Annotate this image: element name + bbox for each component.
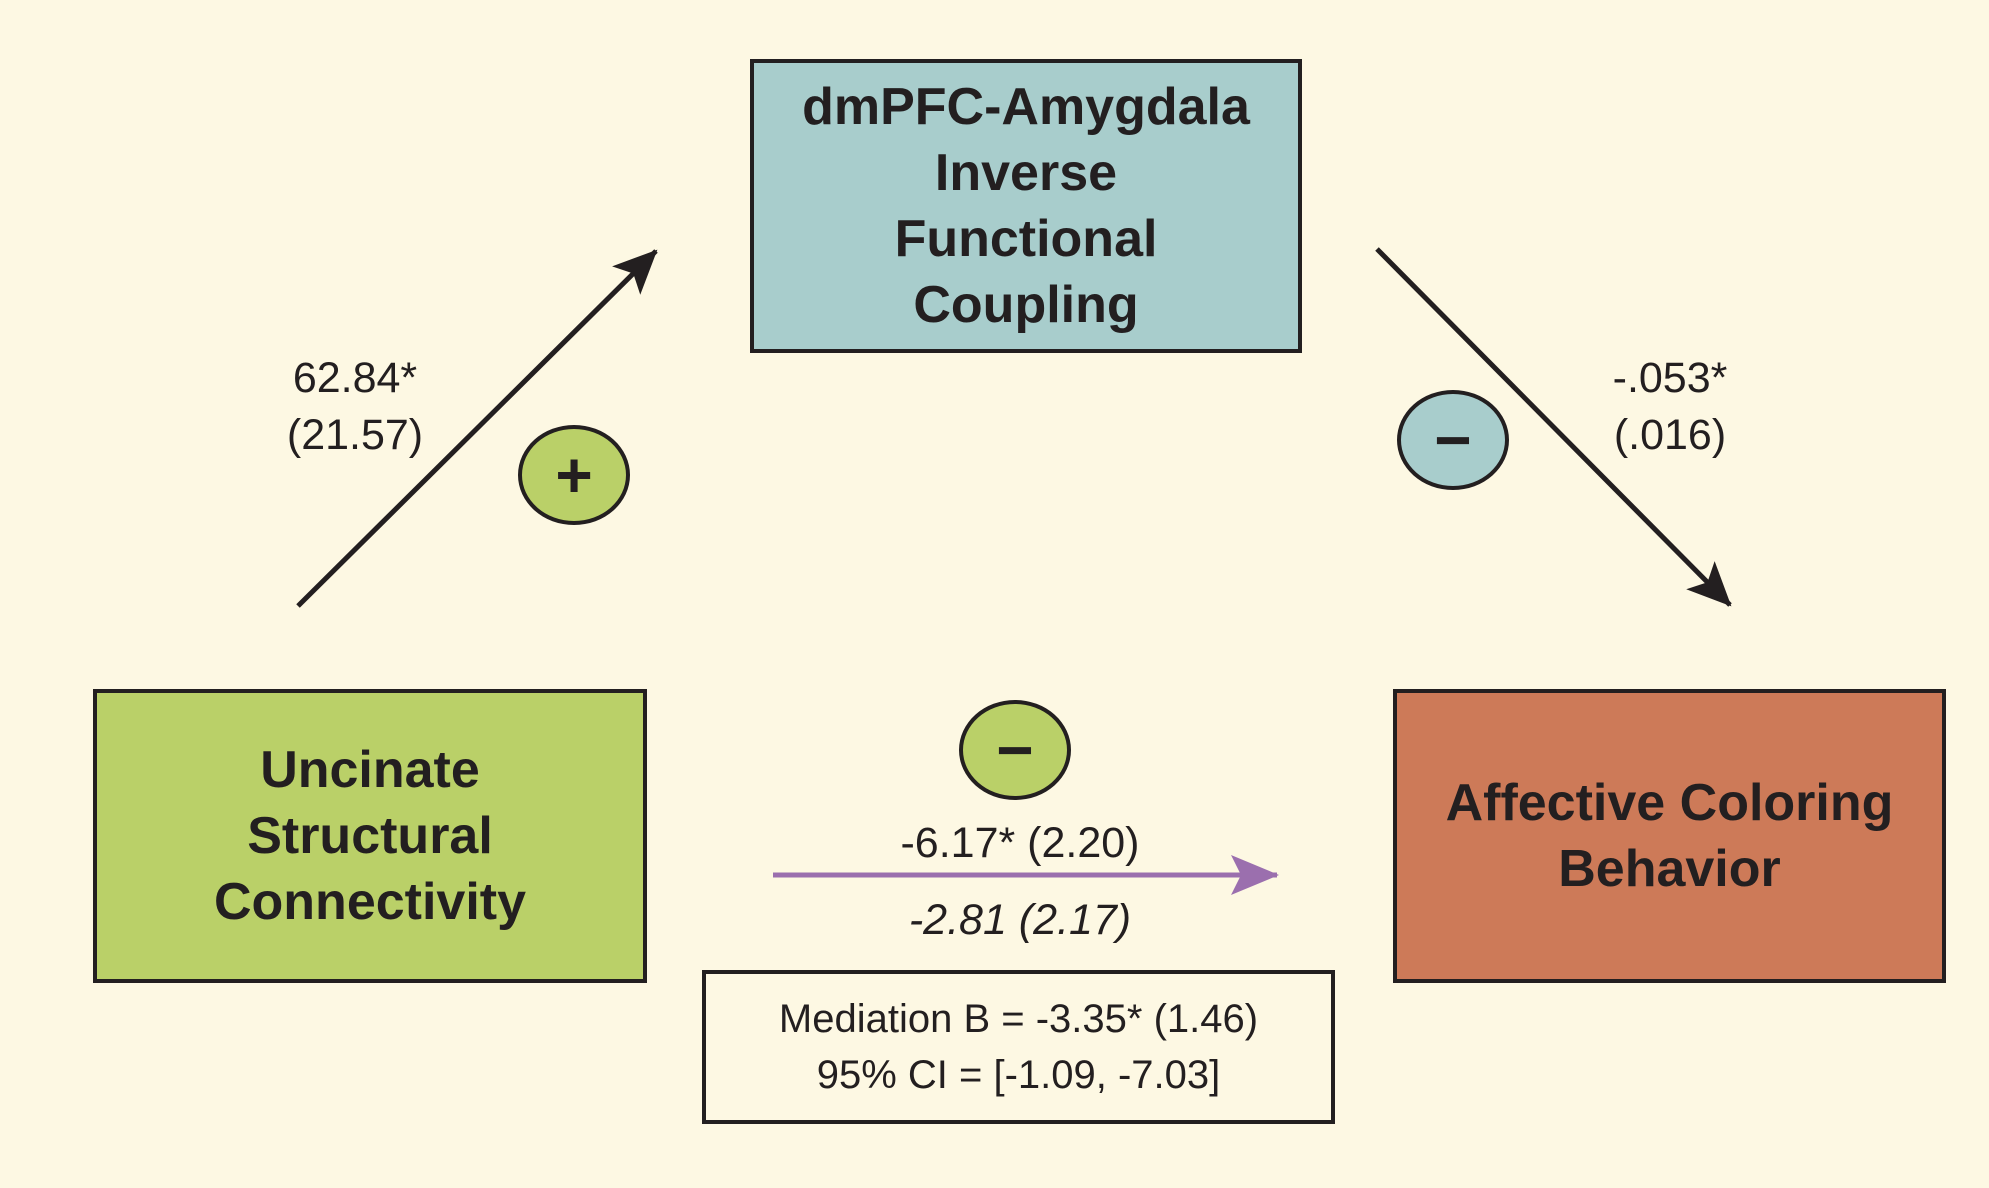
mediation-estimate: Mediation B = -3.35* (1.46): [778, 997, 1259, 1041]
mediator-label: dmPFC-Amygdala Inverse Functional Coupli…: [802, 78, 1250, 334]
minus-sign-icon: −: [959, 700, 1071, 800]
path-b-coefficient: -.053* (.016): [1580, 350, 1760, 464]
mediator-box: dmPFC-Amygdala Inverse Functional Coupli…: [750, 59, 1302, 353]
path-b-se: (.016): [1613, 411, 1727, 459]
predictor-box: Uncinate Structural Connectivity: [93, 689, 647, 983]
path-c-direct-coefficient: -2.81 (2.17): [908, 896, 1132, 944]
minus-sign-icon: −: [1397, 390, 1509, 490]
path-a-estimate: 62.84*: [292, 354, 418, 402]
outcome-label: Affective Coloring Behavior: [1445, 774, 1894, 898]
path-a-se: (21.57): [286, 411, 424, 459]
mediation-result-box: Mediation B = -3.35* (1.46) 95% CI = [-1…: [702, 970, 1335, 1124]
predictor-label: Uncinate Structural Connectivity: [213, 741, 527, 931]
path-a-coefficient: 62.84* (21.57): [270, 350, 440, 464]
outcome-box: Affective Coloring Behavior: [1393, 689, 1946, 983]
path-c-total-coefficient: -6.17* (2.20): [900, 819, 1140, 867]
arrow-a-path: [296, 249, 658, 608]
arrow-b-path: [1375, 247, 1732, 607]
plus-sign-icon: +: [518, 425, 630, 525]
path-b-estimate: -.053*: [1612, 354, 1728, 402]
mediation-ci: 95% CI = [-1.09, -7.03]: [816, 1053, 1221, 1097]
